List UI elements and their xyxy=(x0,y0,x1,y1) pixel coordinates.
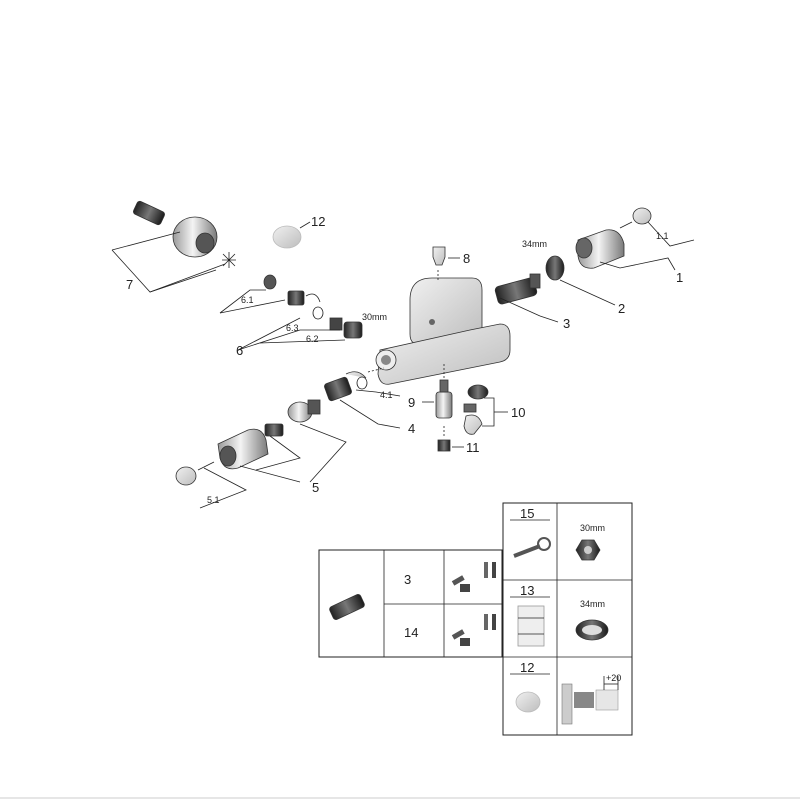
accessory-table xyxy=(318,502,633,736)
callout-3: 3 xyxy=(563,316,570,331)
part-2-ring xyxy=(545,255,565,281)
callout-10: 10 xyxy=(511,405,525,420)
part-6-2-oring xyxy=(312,306,324,320)
aerator-12-pictogram xyxy=(515,691,541,713)
table-row-14: 14 xyxy=(404,625,418,640)
table-row-3: 3 xyxy=(404,572,411,587)
part-4-connector xyxy=(324,371,368,402)
callout-1: 1 xyxy=(676,270,683,285)
callout-6-3: 6.3 xyxy=(286,323,299,333)
part-12-aerator xyxy=(272,225,302,249)
plus-20-label: +20 xyxy=(606,673,621,683)
part-3-cartridge xyxy=(494,273,541,305)
callout-1-1: 1.1 xyxy=(656,231,669,241)
dim-30mm-top: 30mm xyxy=(362,312,387,322)
callout-5-1: 5.1 xyxy=(207,495,220,505)
nut-30mm-label: 30mm xyxy=(580,523,605,533)
install-depth-pictogram xyxy=(561,676,619,725)
tool-15-label: 15 xyxy=(520,506,534,521)
ring-34mm-pictogram xyxy=(575,619,609,641)
part-7-group xyxy=(111,200,236,293)
part-6-3-nut xyxy=(287,290,305,306)
part-5-group xyxy=(175,399,321,486)
part-7-cartridge xyxy=(133,200,165,226)
callout-2: 2 xyxy=(618,301,625,316)
part-11-nut xyxy=(437,439,451,452)
part-6-group xyxy=(219,274,363,351)
part-1-handle xyxy=(575,207,652,269)
screws-pictogram-14 xyxy=(451,614,496,646)
ring-34mm-label: 34mm xyxy=(580,599,605,609)
leader-7 xyxy=(111,231,181,251)
tool-12-label: 12 xyxy=(520,660,534,675)
part-5-1-cap xyxy=(175,466,197,486)
callout-5: 5 xyxy=(312,480,319,495)
callout-12: 12 xyxy=(311,214,325,229)
callout-7: 7 xyxy=(126,277,133,292)
wrench-tool-15 xyxy=(513,537,551,558)
part-10-lever xyxy=(463,384,489,435)
callout-4: 4 xyxy=(408,421,415,436)
callout-6-2: 6.2 xyxy=(306,334,319,344)
dim-34mm-top: 34mm xyxy=(522,239,547,249)
callout-11: 11 xyxy=(466,440,480,455)
part-8-cap xyxy=(432,246,446,266)
hex-nut-30mm xyxy=(575,539,601,561)
callout-8: 8 xyxy=(463,251,470,266)
mixer-body xyxy=(375,277,511,385)
part-7-clip xyxy=(222,252,236,268)
tool-13-sleeve xyxy=(517,605,545,647)
screws-pictogram-3 xyxy=(451,562,496,592)
callout-6-1: 6.1 xyxy=(241,295,254,305)
callout-9: 9 xyxy=(408,395,415,410)
callout-6: 6 xyxy=(236,343,243,358)
cartridge-pictogram xyxy=(329,594,365,620)
part-9-diverter xyxy=(435,379,453,419)
part-6-1-ring xyxy=(263,274,277,290)
callout-4-1: 4.1 xyxy=(380,390,393,400)
tool-13-label: 13 xyxy=(520,583,534,598)
part-6-nut-30 xyxy=(343,321,363,339)
part-1-1-cap xyxy=(632,207,652,225)
